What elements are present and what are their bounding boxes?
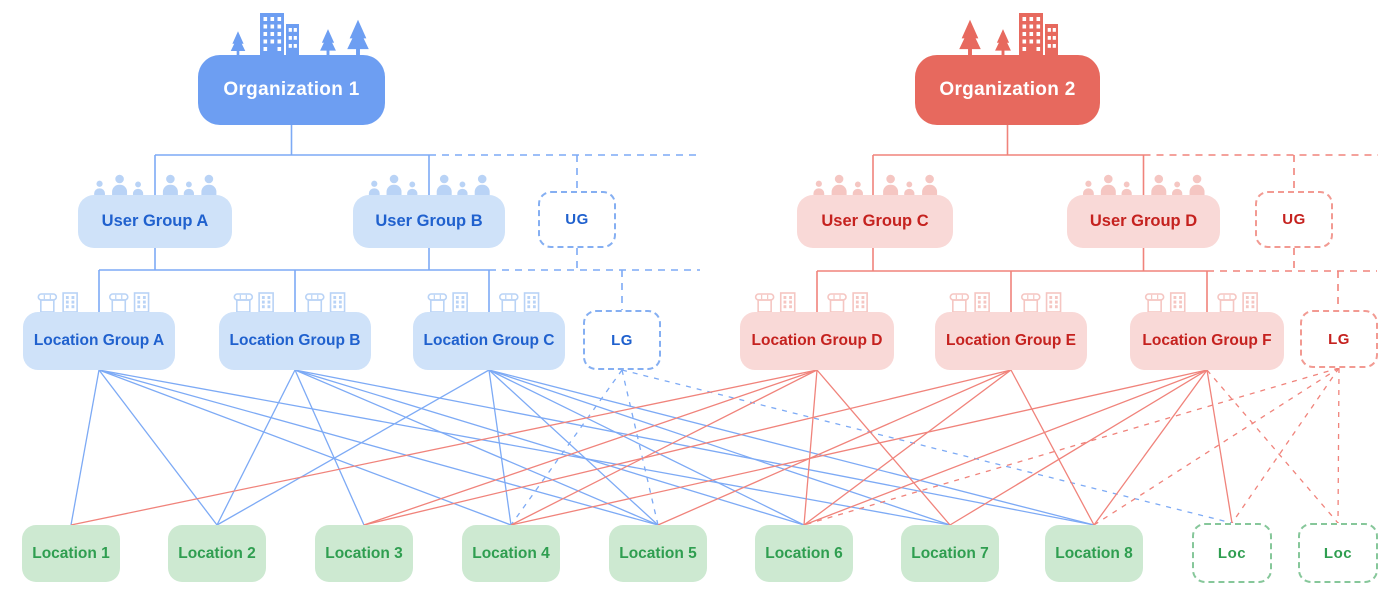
location-group-c-node: Location Group C (413, 312, 565, 370)
user-group-placeholder-blue: UG (538, 191, 616, 248)
location-group-d-node: Location Group D (740, 312, 894, 370)
location-3-node: Location 3 (315, 525, 413, 582)
location-placeholder-2: Loc (1298, 523, 1378, 583)
user-group-placeholder-red: UG (1255, 191, 1333, 248)
location-group-e-node: Location Group E (935, 312, 1087, 370)
organization-2-node: Organization 2 (915, 55, 1100, 125)
location-5-node: Location 5 (609, 525, 707, 582)
location-2-node: Location 2 (168, 525, 266, 582)
location-group-placeholder-red: LG (1300, 310, 1378, 368)
location-6-node: Location 6 (755, 525, 853, 582)
location-group-a-node: Location Group A (23, 312, 175, 370)
user-group-c-node: User Group C (797, 195, 953, 248)
location-7-node: Location 7 (901, 525, 999, 582)
user-group-a-node: User Group A (78, 195, 232, 248)
location-group-placeholder-blue: LG (583, 310, 661, 370)
location-8-node: Location 8 (1045, 525, 1143, 582)
organization-1-node: Organization 1 (198, 55, 385, 125)
location-group-f-node: Location Group F (1130, 312, 1284, 370)
location-placeholder-1: Loc (1192, 523, 1272, 583)
user-group-b-node: User Group B (353, 195, 505, 248)
location-1-node: Location 1 (22, 525, 120, 582)
location-4-node: Location 4 (462, 525, 560, 582)
user-group-d-node: User Group D (1067, 195, 1220, 248)
location-group-b-node: Location Group B (219, 312, 371, 370)
